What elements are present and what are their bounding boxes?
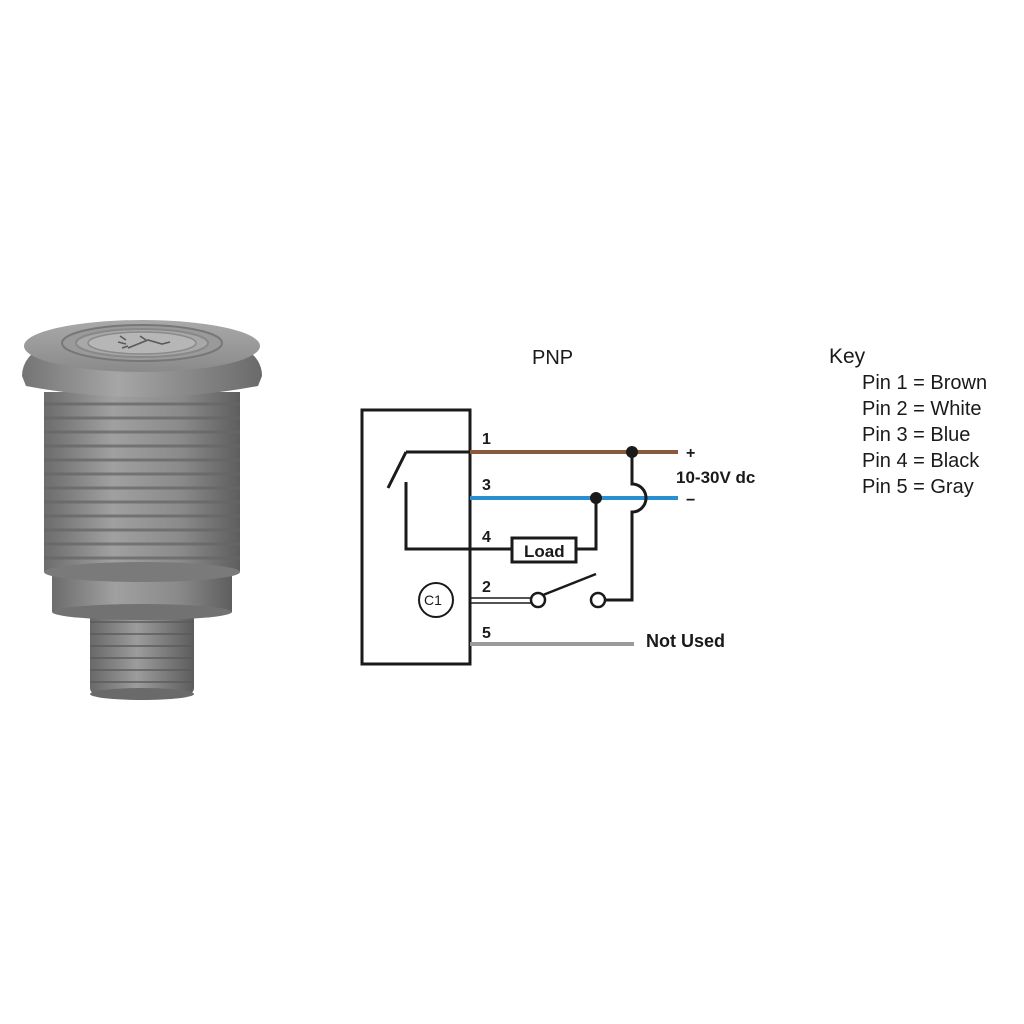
pin-label-1: 1 (482, 431, 491, 448)
junction-dot-positive (626, 446, 638, 458)
load-box (510, 536, 578, 564)
cap-flange (22, 320, 262, 397)
key-item-pin-5: Pin 5 = Gray (862, 476, 974, 498)
load-return-wire (576, 498, 598, 551)
threaded-body (44, 392, 240, 582)
pin-label-4: 4 (482, 529, 491, 546)
wire-pin-2-white (470, 597, 532, 604)
key-item-pin-1: Pin 1 = Brown (862, 372, 988, 394)
switch-return-wire (605, 452, 648, 602)
wiring-diagram: PNP 1 3 4 2 5 Load (360, 347, 755, 666)
pin-color-key: Key Pin 1 = Brown Pin 2 = White Pin 3 = … (829, 344, 987, 500)
diagram-title: PNP (532, 347, 573, 369)
junction-dot-negative (590, 492, 602, 504)
sensor-box (360, 408, 472, 666)
supply-voltage-label: 10-30V dc (676, 468, 755, 487)
key-item-pin-3: Pin 3 = Blue (862, 424, 971, 446)
key-title: Key (829, 345, 866, 368)
external-switch (529, 572, 607, 609)
internal-output-switch (386, 450, 470, 551)
supply-minus-label: − (686, 492, 695, 509)
product-image (22, 320, 262, 700)
touch-sensor-icon (117, 335, 171, 349)
load-label: Load (524, 542, 565, 561)
pin-label-5: 5 (482, 625, 491, 642)
key-item-pin-2: Pin 2 = White (862, 398, 982, 420)
contact-c1-label: C1 (424, 592, 442, 608)
pin-label-2: 2 (482, 579, 491, 596)
supply-plus-label: + (686, 445, 695, 462)
pin-label-3: 3 (482, 477, 491, 494)
connector-plug (90, 608, 194, 700)
key-item-pin-4: Pin 4 = Black (862, 450, 980, 472)
not-used-label: Not Used (646, 631, 725, 651)
key-list: Pin 1 = Brown Pin 2 = White Pin 3 = Blue… (862, 370, 987, 500)
contact-c1-symbol (418, 582, 454, 618)
